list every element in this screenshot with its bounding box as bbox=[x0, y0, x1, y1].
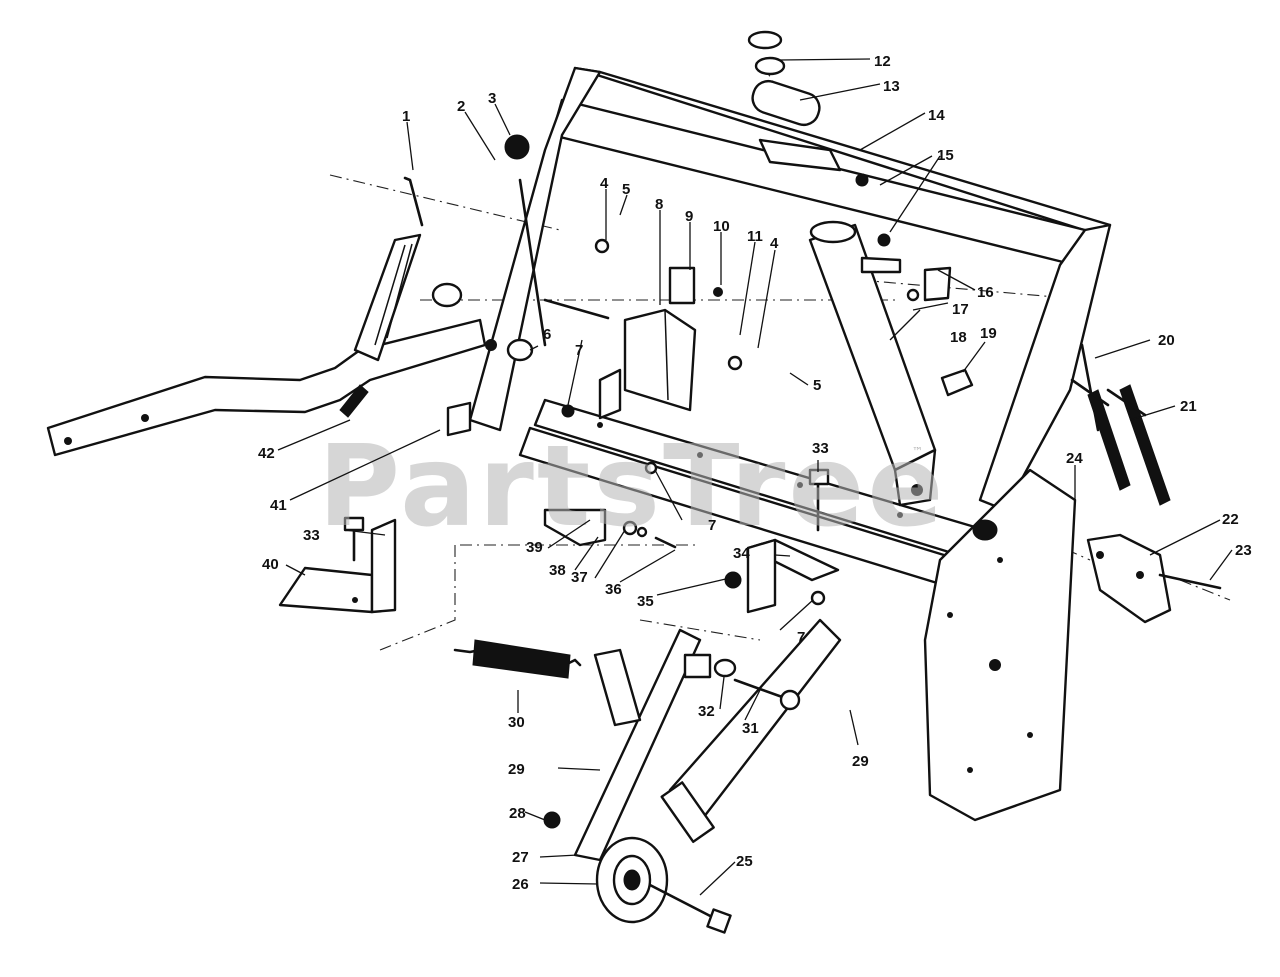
callout-35: 35 bbox=[637, 593, 654, 610]
callout-39: 39 bbox=[526, 539, 543, 556]
extension-spring bbox=[453, 639, 582, 679]
callout-20: 20 bbox=[1158, 332, 1175, 349]
left-lift-arm bbox=[46, 233, 487, 457]
callout-41: 41 bbox=[270, 497, 287, 514]
callout-12: 12 bbox=[874, 53, 891, 70]
callout-27: 27 bbox=[512, 849, 529, 866]
callout-8: 8 bbox=[655, 196, 663, 213]
callout-10: 10 bbox=[713, 218, 730, 235]
right-side-plate bbox=[923, 468, 1077, 822]
callout-5: 5 bbox=[622, 181, 630, 198]
callout-leaders bbox=[277, 58, 1233, 896]
callout-15: 15 bbox=[937, 147, 954, 164]
right-hardware bbox=[1070, 343, 1222, 624]
callout-25: 25 bbox=[736, 853, 753, 870]
callout-6: 6 bbox=[543, 326, 551, 343]
callout-33: 33 bbox=[812, 440, 829, 457]
callout-16: 16 bbox=[977, 284, 994, 301]
callout-1: 1 bbox=[402, 108, 410, 125]
watermark-text: PartsTree bbox=[318, 422, 946, 552]
lift-cylinder bbox=[808, 220, 937, 507]
callout-labels: 1 2 3 4 5 8 9 10 11 4 12 13 14 15 16 17 … bbox=[258, 53, 1252, 893]
callout-7: 7 bbox=[575, 342, 583, 359]
callout-29: 29 bbox=[508, 761, 525, 778]
callout-7-second: 7 bbox=[708, 517, 716, 534]
callout-29-second: 29 bbox=[852, 753, 869, 770]
callout-17: 17 bbox=[952, 301, 969, 318]
callout-14: 14 bbox=[928, 107, 945, 124]
callout-3: 3 bbox=[488, 90, 496, 107]
callout-26: 26 bbox=[512, 876, 529, 893]
watermark-trademark: ™ bbox=[912, 445, 923, 458]
callout-21: 21 bbox=[1180, 398, 1197, 415]
callout-7-third: 7 bbox=[797, 629, 805, 646]
callout-32: 32 bbox=[698, 703, 715, 720]
callout-11: 11 bbox=[747, 228, 763, 245]
callout-40: 40 bbox=[262, 556, 279, 573]
callout-24: 24 bbox=[1066, 450, 1083, 467]
callout-36: 36 bbox=[605, 581, 622, 598]
callout-5-second: 5 bbox=[813, 377, 821, 394]
main-frame-arch bbox=[468, 66, 1112, 512]
small-fasteners bbox=[339, 30, 974, 829]
callout-23: 23 bbox=[1235, 542, 1252, 559]
callout-37: 37 bbox=[571, 569, 588, 586]
callout-19: 19 bbox=[980, 325, 997, 342]
callout-31: 31 bbox=[742, 720, 759, 737]
callout-33-second: 33 bbox=[303, 527, 320, 544]
callout-34: 34 bbox=[733, 545, 750, 562]
callout-38: 38 bbox=[549, 562, 566, 579]
callout-13: 13 bbox=[883, 78, 900, 95]
callout-4-second: 4 bbox=[770, 235, 779, 252]
callout-22: 22 bbox=[1222, 511, 1239, 528]
callout-2: 2 bbox=[457, 98, 465, 115]
idler-arm-assembly bbox=[573, 618, 842, 934]
callout-42: 42 bbox=[258, 445, 275, 462]
callout-9: 9 bbox=[685, 208, 693, 225]
mount-bracket-34 bbox=[746, 468, 840, 614]
callout-18: 18 bbox=[950, 329, 967, 346]
mount-bracket-40 bbox=[278, 516, 397, 614]
callout-28: 28 bbox=[509, 805, 526, 822]
callout-4: 4 bbox=[600, 175, 609, 192]
center-crossbar bbox=[518, 368, 987, 592]
switch-bracket bbox=[623, 266, 723, 412]
callout-30: 30 bbox=[508, 714, 525, 731]
watermark: PartsTree ™ bbox=[318, 422, 946, 552]
